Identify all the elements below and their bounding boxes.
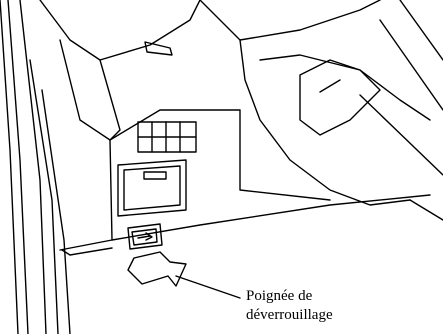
storage-compartment (118, 160, 186, 216)
callout-line-2: déverrouillage (246, 306, 436, 325)
door-pillar (0, 0, 70, 334)
dashboard-top (40, 0, 200, 140)
lower-dash-panel (60, 110, 430, 255)
pull-direction-arrow (128, 252, 186, 286)
hood-release-handle (128, 224, 162, 249)
column-shroud (300, 60, 380, 135)
vent-slot (145, 42, 172, 55)
callout-leader-line (176, 276, 240, 298)
switch-block (138, 122, 196, 152)
callout-line-1: Poignée de (246, 287, 436, 306)
hood-release-callout: Poignée de déverrouillage (246, 287, 436, 325)
